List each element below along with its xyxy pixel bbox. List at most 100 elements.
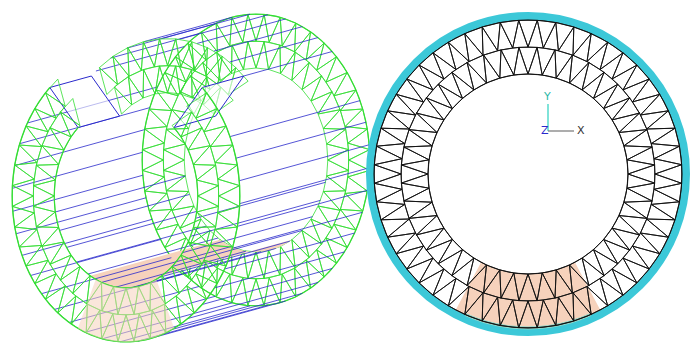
mesh-element [280, 45, 295, 73]
mesh-element [401, 165, 428, 183]
mesh-line [230, 101, 360, 137]
mesh-line [16, 198, 146, 234]
mesh-element [218, 165, 240, 186]
mesh-element [248, 279, 264, 306]
mesh-element [292, 231, 309, 258]
mesh-element [143, 70, 155, 99]
mesh-element [318, 110, 340, 129]
mesh-element [188, 228, 210, 247]
mesh-element [143, 39, 159, 67]
mesh-element [50, 255, 71, 280]
mesh-element [612, 269, 637, 295]
mesh-line [215, 252, 345, 288]
mesh-element [19, 230, 41, 248]
mesh-line [190, 200, 320, 236]
mesh-element [218, 196, 240, 213]
mesh-element [388, 111, 416, 129]
mesh-element [218, 206, 240, 227]
inner-boundary [428, 74, 628, 274]
mesh-element [467, 55, 486, 83]
mesh-element [34, 206, 56, 226]
mesh-element [388, 219, 416, 237]
mesh-element [654, 146, 682, 165]
mesh-element [624, 188, 652, 202]
mesh-line [232, 212, 362, 248]
mesh-element [381, 219, 409, 237]
mesh-element [166, 129, 188, 145]
mesh-element [232, 278, 248, 306]
mesh-line [96, 47, 184, 71]
mesh-element [542, 50, 556, 78]
mesh-element [537, 47, 555, 75]
mesh-element [519, 274, 537, 301]
mesh-element [196, 260, 217, 283]
mesh-element [282, 23, 296, 52]
mesh-element [612, 216, 639, 235]
mesh-element [196, 93, 217, 118]
mesh-element [647, 111, 675, 129]
mesh-element [619, 216, 647, 235]
mesh-element [12, 206, 34, 227]
mesh-element [317, 250, 337, 277]
mesh-line [240, 168, 370, 204]
mesh-element [409, 216, 437, 235]
mesh-element [500, 20, 519, 48]
mesh-element [144, 66, 160, 94]
mesh-element [641, 94, 669, 115]
mesh-element [377, 128, 405, 146]
mesh-element [654, 159, 682, 174]
mesh-element [438, 72, 462, 98]
mesh-line [30, 240, 160, 276]
mesh-line [101, 246, 231, 282]
mesh-element [160, 39, 176, 66]
mesh-element [46, 79, 66, 106]
mesh-element [448, 34, 469, 62]
mesh-element [281, 52, 296, 80]
mesh-element [176, 66, 192, 94]
mesh-element [58, 286, 76, 313]
mesh-line [196, 182, 326, 218]
mesh-element [570, 258, 589, 285]
mesh-element [196, 109, 217, 132]
mesh-element [556, 23, 574, 51]
mesh-element [594, 250, 618, 276]
mesh-line [144, 17, 232, 41]
mesh-element [417, 113, 444, 132]
mesh-element [374, 183, 402, 202]
mesh-line [88, 238, 218, 274]
mesh-element [519, 301, 538, 328]
mesh-element [192, 42, 208, 71]
mesh-element [99, 56, 117, 84]
mesh-element [641, 233, 669, 254]
mesh-element [467, 63, 486, 90]
mesh-element [633, 233, 660, 254]
mesh-element [556, 297, 574, 325]
mesh-line [230, 38, 318, 62]
mesh-line [172, 293, 302, 329]
mesh-element [197, 165, 219, 185]
mesh-element [42, 146, 64, 165]
mesh-element [187, 286, 207, 313]
annulus-mesh [370, 16, 686, 332]
mesh-element [180, 219, 201, 244]
mesh-element [374, 146, 402, 165]
mesh-element [401, 183, 429, 201]
mesh-element [160, 66, 176, 93]
mesh-element [172, 192, 194, 211]
mesh-line [239, 145, 369, 181]
mesh-element [419, 269, 444, 295]
mesh-element [641, 219, 669, 237]
mesh-line [127, 24, 215, 48]
mesh-element [194, 48, 208, 76]
mesh-line [155, 301, 285, 337]
axis-label: X [577, 125, 585, 137]
mesh-element [50, 128, 71, 150]
mesh-element [417, 216, 444, 235]
mesh-element [35, 109, 56, 132]
mesh-line [236, 122, 366, 158]
mesh-element [501, 47, 519, 75]
mesh-element [612, 113, 639, 132]
mesh-element [197, 206, 219, 226]
mesh-line [22, 219, 152, 255]
